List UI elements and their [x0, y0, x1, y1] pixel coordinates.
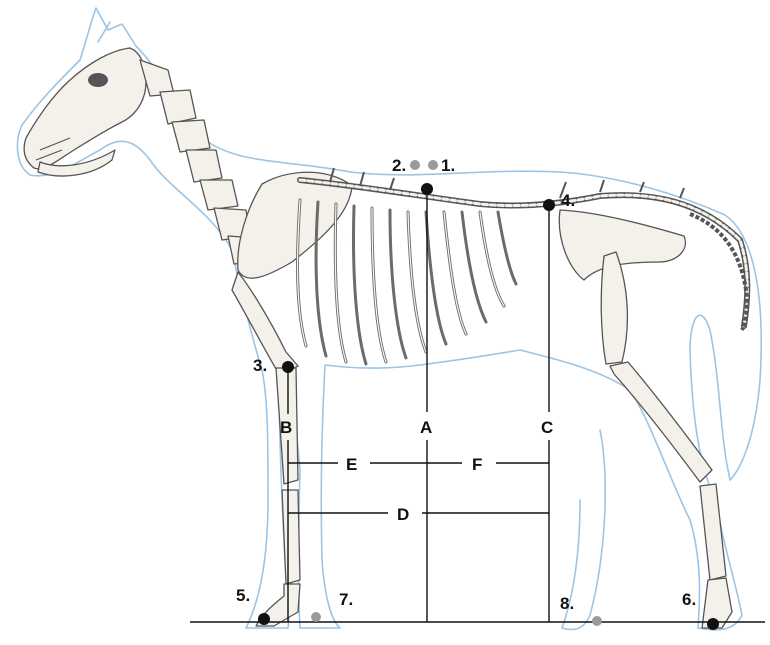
point-8-marker: [592, 616, 602, 626]
neck-vertebrae: [140, 60, 258, 264]
label-point-2: 2.: [392, 156, 406, 175]
label-point-3: 3.: [253, 356, 267, 375]
skull: [24, 48, 146, 169]
point-5-marker: [258, 613, 270, 625]
point-2-marker: [410, 160, 420, 170]
label-c: C: [541, 418, 553, 437]
point-3-marker: [282, 361, 294, 373]
point-6-marker: [707, 618, 719, 630]
femur: [601, 252, 627, 364]
label-point-6: 6.: [682, 590, 696, 609]
label-point-5: 5.: [236, 586, 250, 605]
label-a: A: [420, 418, 432, 437]
label-point-8: 8.: [560, 594, 574, 613]
label-point-4: 4.: [561, 191, 575, 210]
label-e: E: [346, 455, 357, 474]
label-d: D: [397, 505, 409, 524]
cannon-fore: [282, 490, 300, 584]
withers-marker: [421, 183, 433, 195]
label-point-7: 7.: [339, 590, 353, 609]
label-f: F: [472, 455, 482, 474]
label-point-1: 1.: [441, 156, 455, 175]
point-7-marker: [311, 612, 321, 622]
label-b: B: [280, 418, 292, 437]
pelvis: [559, 210, 685, 280]
point-4-marker: [543, 199, 555, 211]
tibia: [610, 362, 712, 482]
skeleton: [24, 48, 747, 628]
point-1-marker: [428, 160, 438, 170]
